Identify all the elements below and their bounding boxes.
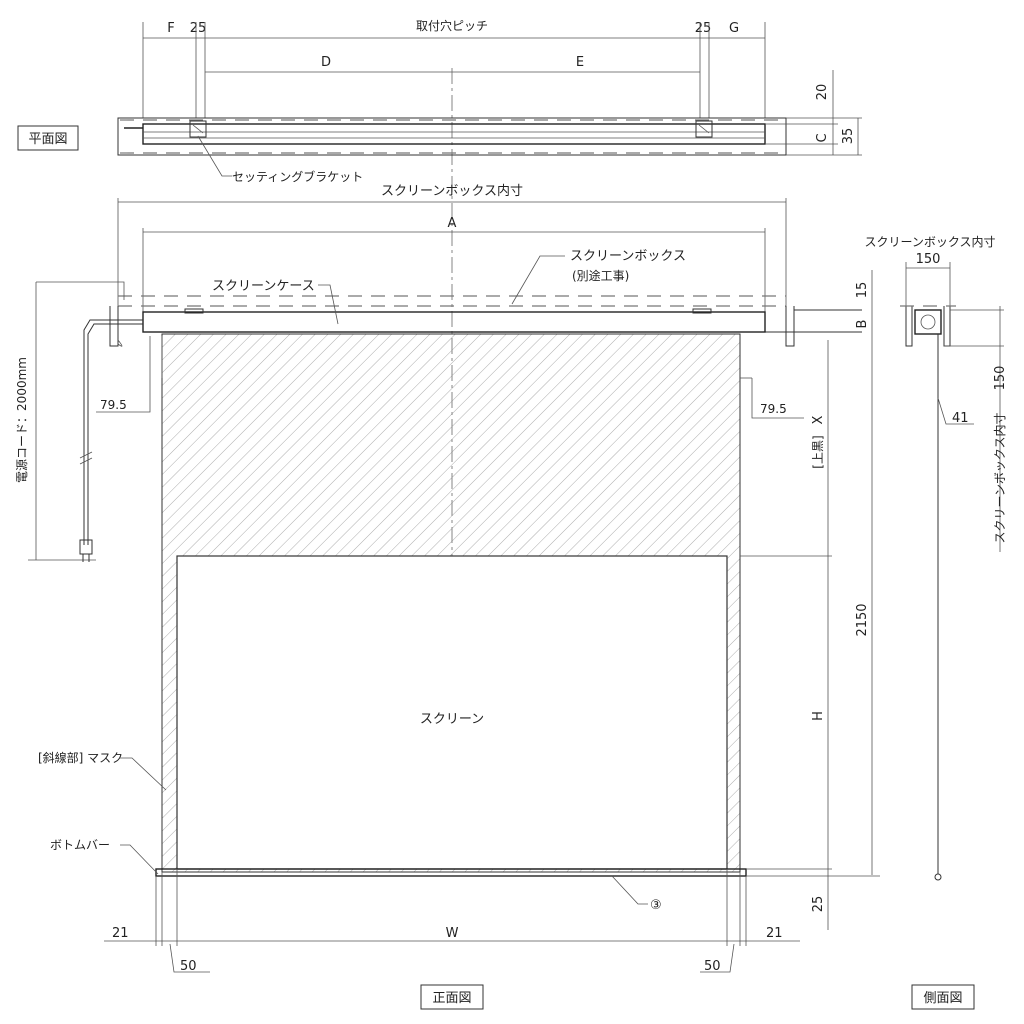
front-dim-21-right: 21 — [766, 926, 783, 941]
front-case-bracket — [184, 308, 204, 314]
front-dim-h: H — [811, 711, 826, 721]
front-dim-50-right: 50 — [704, 959, 721, 974]
plan-screen-box — [117, 117, 787, 156]
front-dim-50-left: 50 — [180, 959, 197, 974]
front-79-right-leader — [751, 378, 804, 419]
side-view: スクリーンボックス内寸 150 41 スクリーンボックス内寸 150 側面図 — [864, 235, 1008, 1010]
plan-bracket-leader — [197, 135, 232, 177]
front-bottom-bar-leader — [120, 844, 159, 875]
side-title: 側面図 — [923, 991, 962, 1006]
front-cord-entry — [117, 339, 123, 347]
plan-dim-e: E — [576, 55, 584, 70]
front-title: 正面図 — [432, 991, 471, 1006]
front-box-right-wall — [785, 306, 795, 347]
front-mask-leader — [120, 757, 167, 791]
side-title-box — [911, 984, 975, 1010]
front-title-box — [420, 984, 484, 1010]
front-power-cord — [87, 323, 143, 545]
side-box-right-wall — [943, 306, 951, 347]
front-screen-box-leader — [511, 255, 565, 305]
plan-dim-20: 20 — [815, 84, 830, 101]
plan-title-box — [17, 125, 79, 151]
plan-dim-25-left: 25 — [190, 21, 207, 36]
plan-title: 平面図 — [28, 132, 67, 147]
front-dim-a: A — [448, 216, 457, 231]
side-dim-150-vertical: 150 — [993, 366, 1008, 391]
front-screen-case — [142, 311, 766, 333]
plan-bracket-mark — [192, 124, 204, 134]
front-mask-label: [斜線部] マスク — [38, 750, 123, 765]
front-dim-25: 25 — [811, 896, 826, 913]
side-dim-150-top: 150 — [916, 252, 941, 267]
front-marker-3: ③ — [650, 898, 662, 913]
front-screen-case-leader — [318, 284, 339, 325]
front-top-black-label: [上黒] — [811, 435, 825, 468]
front-power-cord-label: 電源コード：2000mm — [15, 357, 29, 483]
side-screen-box-inner-label: スクリーンボックス内寸 — [864, 235, 995, 249]
plan-dim-35: 35 — [841, 128, 856, 145]
side-box-left-wall — [905, 306, 913, 347]
front-dim-79-5-right: 79.5 — [760, 402, 787, 416]
front-screen-area — [176, 555, 728, 870]
side-dim-41: 41 — [952, 411, 969, 426]
front-dim-b: B — [855, 320, 870, 329]
front-separate-work-label: (別途工事) — [572, 268, 629, 283]
side-roller — [920, 314, 936, 330]
side-41-leader — [937, 397, 974, 425]
front-power-plug — [79, 539, 93, 555]
plan-setting-bracket-right — [695, 120, 713, 138]
front-dim-21-left: 21 — [112, 926, 129, 941]
plan-setting-bracket-left — [189, 120, 207, 138]
plan-setting-bracket-label: セッティングブラケット — [232, 169, 363, 184]
plan-dim-25-right: 25 — [695, 21, 712, 36]
front-dim-x: X — [811, 415, 826, 424]
front-marker-3-leader — [611, 875, 648, 905]
plan-mount-hole-pitch-label: 取付穴ピッチ — [416, 18, 488, 33]
side-bottom-bar — [934, 873, 942, 881]
front-50-right-leader — [700, 943, 735, 973]
plan-dim-c: C — [815, 133, 830, 142]
side-vertical-label: スクリーンボックス内寸 — [993, 412, 1007, 543]
plan-screen-case — [142, 123, 766, 145]
front-cord-break — [79, 451, 93, 459]
front-case-bracket — [692, 308, 712, 314]
front-box-left-wall — [109, 306, 119, 347]
front-cord-break — [79, 457, 93, 465]
plan-dim-g: G — [729, 21, 739, 36]
front-dim-2150: 2150 — [855, 603, 870, 636]
plan-view: 取付穴ピッチ F 25 25 G D E — [17, 18, 862, 600]
plan-dim-f: F — [167, 21, 174, 36]
front-power-cord — [83, 319, 143, 545]
front-50-left-leader — [169, 943, 210, 973]
front-cord-dim-top — [36, 281, 125, 300]
plan-dim-d: D — [321, 55, 331, 70]
side-screen-case — [914, 309, 942, 335]
front-dim-79-5-left: 79.5 — [100, 398, 127, 412]
front-screen-box-label: スクリーンボックス — [570, 249, 686, 264]
front-view: スクリーンボックス内寸 A スクリーンボックス (別途工事) スクリーンケース … — [15, 183, 880, 1010]
front-screen-box-inner-label: スクリーンボックス内寸 — [381, 183, 523, 199]
plan-bracket-mark — [698, 124, 710, 134]
front-screen-label: スクリーン — [420, 712, 484, 727]
front-dim-15: 15 — [855, 282, 870, 299]
front-bottom-bar-label: ボトムバー — [50, 838, 110, 852]
front-79-left-leader — [96, 378, 151, 413]
front-screen-case-label: スクリーンケース — [212, 279, 315, 294]
front-dim-w: W — [446, 926, 459, 941]
